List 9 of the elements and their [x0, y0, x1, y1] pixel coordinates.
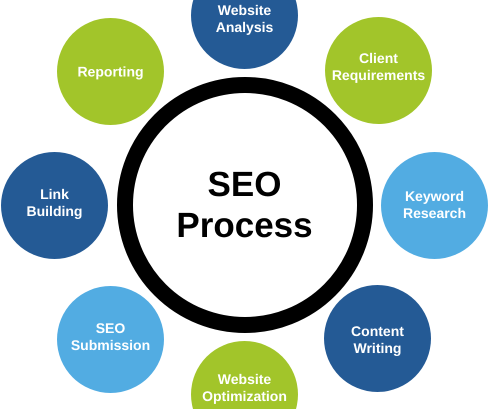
- step-label: Keyword Research: [402, 188, 468, 222]
- step-label: SEO Submission: [70, 320, 152, 354]
- step-label: Content Writing: [350, 322, 405, 356]
- step-label: Reporting: [76, 63, 145, 80]
- step-label: Website Optimization: [201, 371, 288, 405]
- step-label: Website Analysis: [214, 2, 274, 36]
- process-title: SEO Process: [175, 164, 314, 246]
- step-label: Client Requirements: [330, 50, 426, 84]
- step-label: Link Building: [26, 186, 84, 220]
